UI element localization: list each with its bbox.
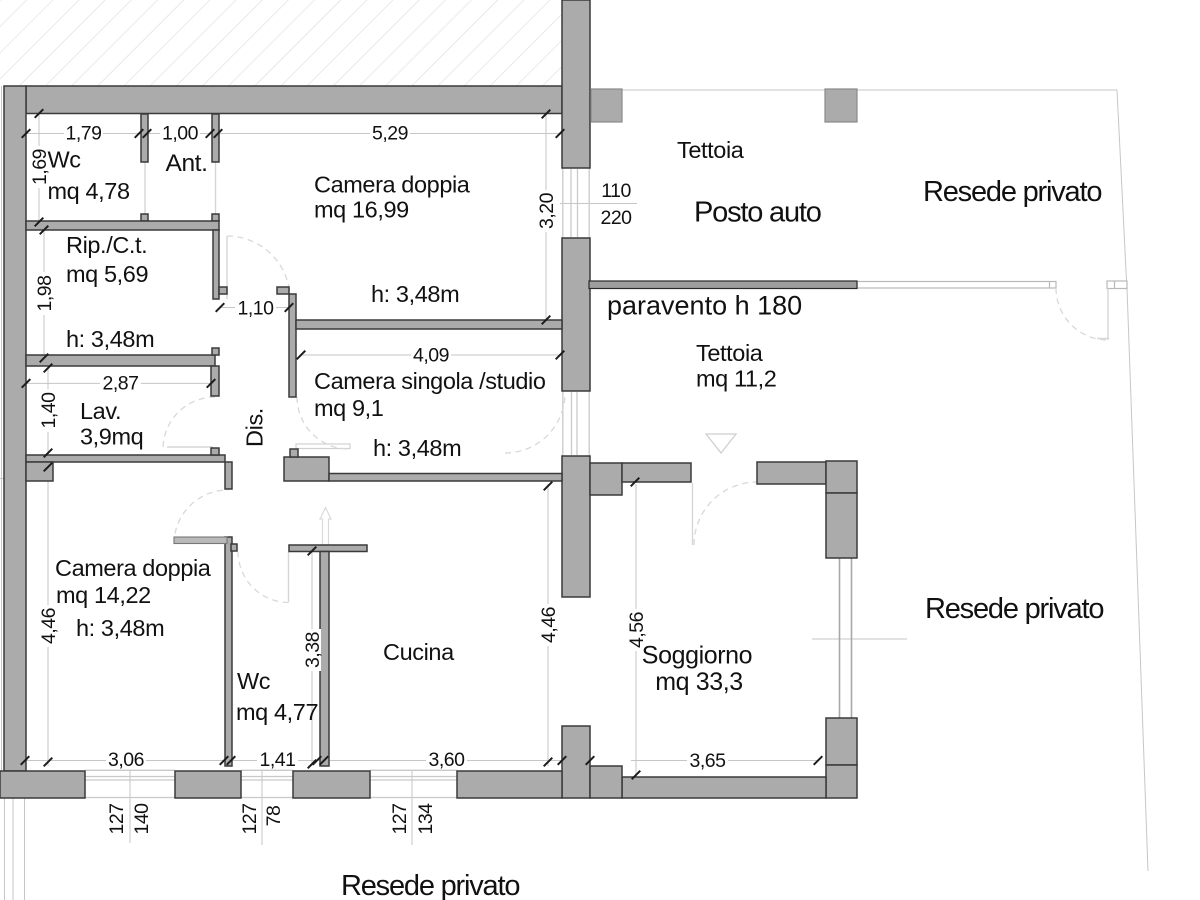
svg-text:Camera doppia: Camera doppia (314, 172, 471, 198)
svg-text:1,00: 1,00 (162, 123, 199, 145)
svg-text:Lav.: Lav. (80, 398, 121, 424)
svg-text:78: 78 (263, 806, 285, 827)
svg-text:Tettoia: Tettoia (696, 340, 764, 366)
svg-text:127: 127 (239, 803, 261, 834)
svg-text:4,46: 4,46 (538, 607, 560, 643)
svg-text:3,20: 3,20 (536, 192, 558, 229)
svg-text:1,98: 1,98 (34, 276, 56, 312)
svg-text:Rip./C.t.: Rip./C.t. (66, 232, 147, 258)
svg-text:127: 127 (106, 803, 128, 834)
svg-text:Dis.: Dis. (242, 408, 268, 447)
svg-text:1,40: 1,40 (38, 392, 60, 429)
svg-text:3,38: 3,38 (302, 632, 324, 668)
svg-text:Tettoia: Tettoia (677, 137, 745, 163)
svg-text:1,10: 1,10 (238, 298, 275, 320)
svg-text:Wc: Wc (237, 668, 271, 694)
svg-text:4,46: 4,46 (38, 608, 60, 644)
svg-text:h: 3,48m: h: 3,48m (66, 326, 154, 352)
svg-text:1,69: 1,69 (29, 149, 51, 185)
svg-text:Wc: Wc (48, 147, 82, 173)
svg-text:Resede privato: Resede privato (923, 176, 1101, 208)
svg-text:5,29: 5,29 (372, 123, 408, 145)
svg-text:mq 4,77: mq 4,77 (236, 699, 318, 725)
svg-text:h: 3,48m: h: 3,48m (76, 615, 164, 641)
svg-text:3,06: 3,06 (108, 749, 144, 771)
svg-text:1,41: 1,41 (260, 749, 296, 771)
svg-text:paravento h 180: paravento h 180 (607, 291, 802, 321)
svg-text:3,60: 3,60 (429, 749, 466, 771)
svg-text:mq 5,69: mq 5,69 (66, 261, 148, 287)
svg-text:Camera doppia: Camera doppia (55, 555, 212, 581)
svg-text:mq 9,1: mq 9,1 (314, 395, 383, 421)
svg-text:h: 3,48m: h: 3,48m (373, 435, 461, 461)
svg-text:220: 220 (600, 207, 632, 229)
svg-text:Cucina: Cucina (383, 639, 455, 665)
svg-text:mq 4,78: mq 4,78 (48, 178, 130, 204)
svg-text:1,79: 1,79 (66, 123, 102, 145)
svg-text:mq 11,2: mq 11,2 (696, 366, 776, 392)
svg-text:110: 110 (601, 180, 631, 202)
svg-text:127: 127 (389, 803, 411, 834)
svg-text:Soggiorno: Soggiorno (642, 642, 752, 670)
svg-text:140: 140 (131, 803, 153, 835)
svg-text:Resede privato: Resede privato (925, 593, 1103, 625)
svg-text:3,65: 3,65 (690, 750, 727, 772)
svg-text:3,9mq: 3,9mq (80, 424, 143, 450)
svg-text:2,87: 2,87 (103, 373, 139, 395)
svg-text:mq 16,99: mq 16,99 (314, 197, 409, 223)
svg-text:4,56: 4,56 (626, 612, 648, 648)
svg-text:mq 33,3: mq 33,3 (655, 668, 743, 696)
svg-text:Posto auto: Posto auto (694, 197, 821, 229)
svg-text:mq 14,22: mq 14,22 (56, 582, 151, 608)
svg-text:4,09: 4,09 (413, 345, 449, 367)
svg-text:h: 3,48m: h: 3,48m (371, 281, 459, 307)
svg-text:Resede privato: Resede privato (341, 870, 519, 900)
svg-text:Ant.: Ant. (166, 150, 208, 177)
svg-text:134: 134 (415, 803, 437, 835)
svg-text:Camera singola /studio: Camera singola /studio (314, 368, 546, 394)
